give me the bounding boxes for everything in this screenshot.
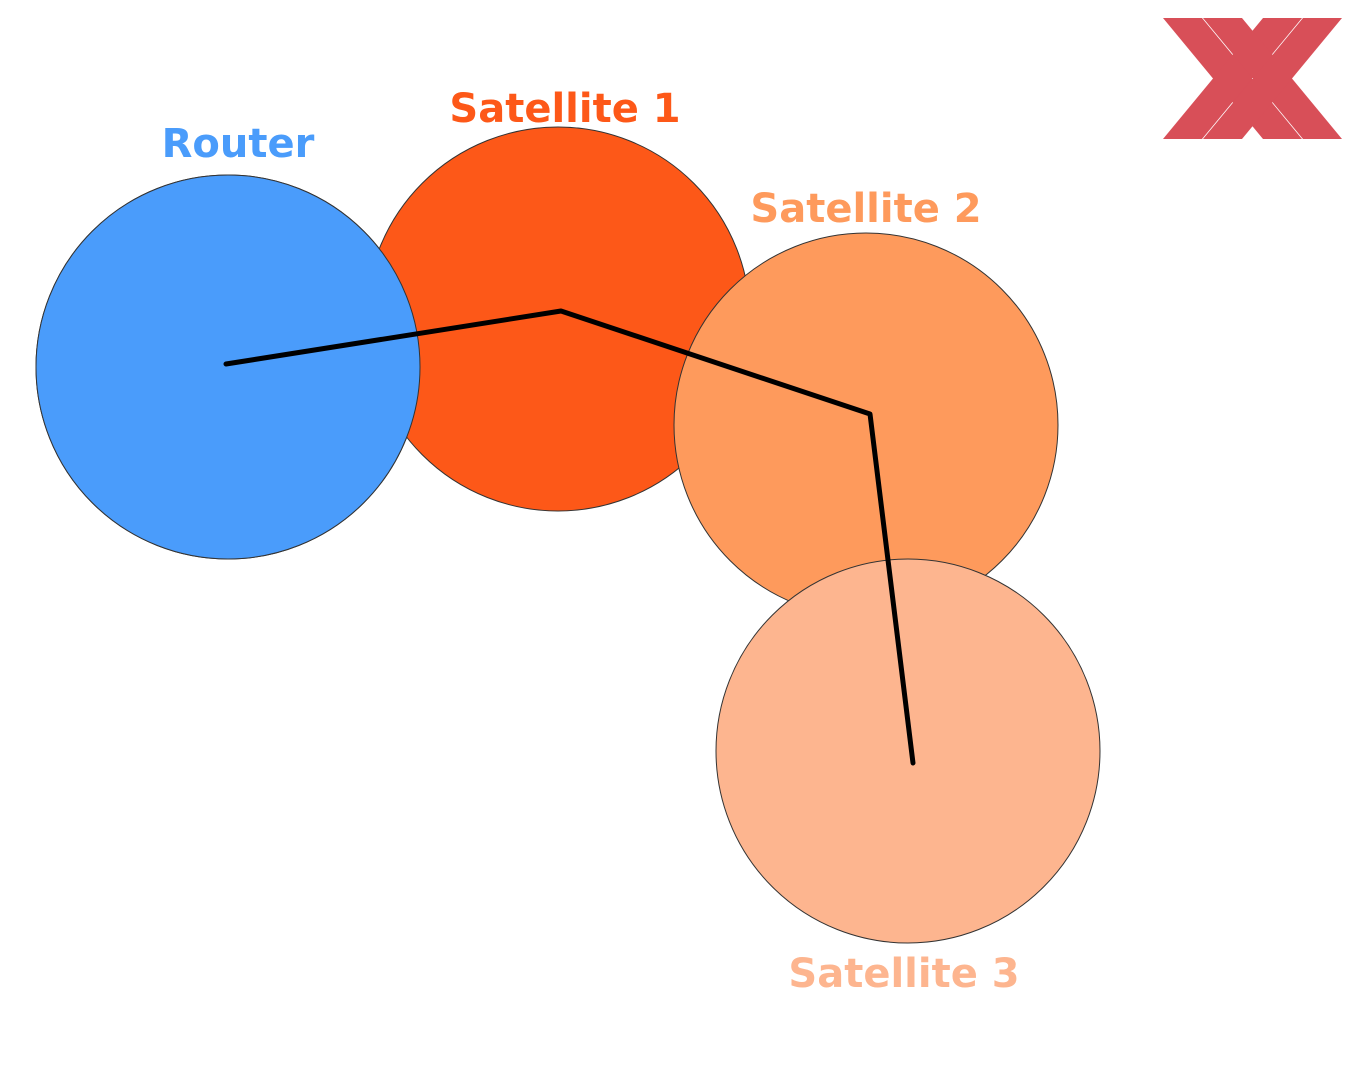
satellite-3-label: Satellite 3 (788, 951, 1019, 997)
router-circle-overlay (35, 174, 421, 560)
satellite-3-circle (715, 558, 1101, 944)
satellite-2-circle (673, 232, 1059, 618)
router-label: Router (162, 121, 315, 167)
connection-path (223, 308, 916, 766)
satellite-1-label: Satellite 1 (449, 86, 680, 132)
logo-icon (1163, 18, 1342, 139)
satellite-2-label: Satellite 2 (750, 186, 981, 232)
